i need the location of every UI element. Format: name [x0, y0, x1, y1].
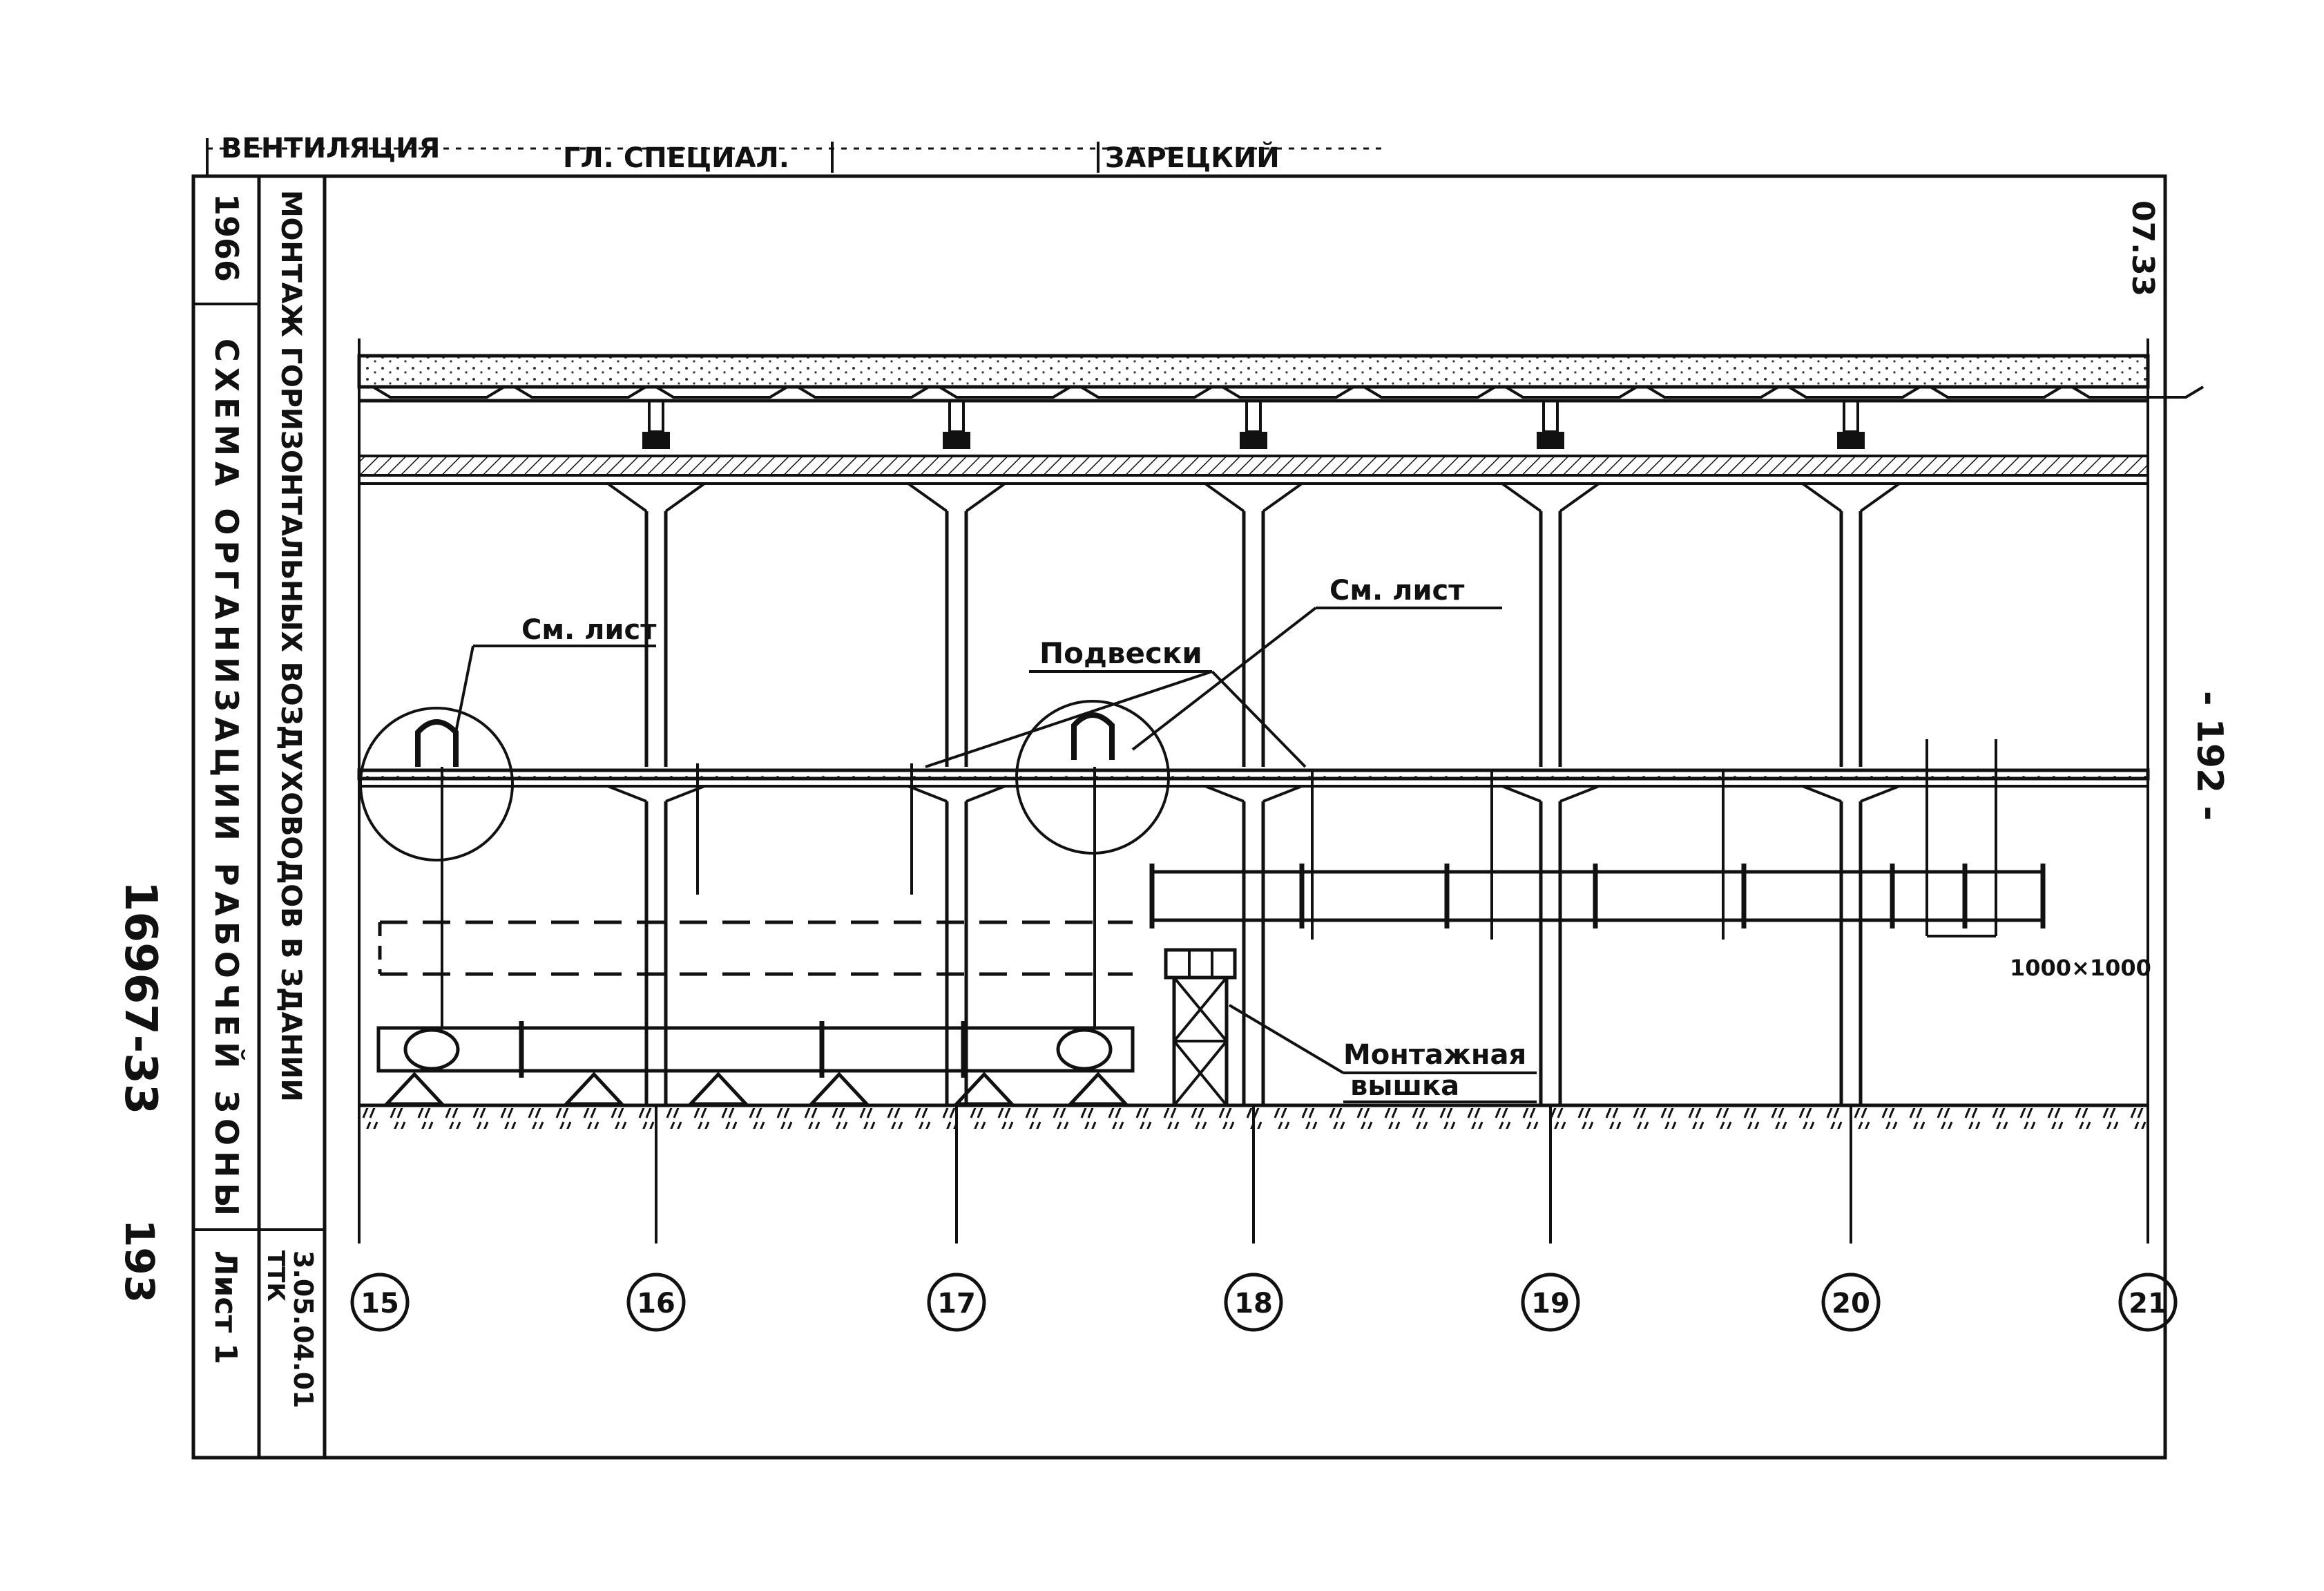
label-duct-size: 1000×1000 [2010, 955, 2151, 981]
label-hangers: Подвески [1039, 636, 1202, 670]
label-see-sheet-2: См. лист [1329, 575, 1465, 607]
column [907, 399, 1006, 1244]
axis-markers: 15 16 17 18 19 20 21 [350, 1273, 2178, 1332]
detail-circle-2 [1015, 700, 1170, 855]
axis-marker-19: 19 [1521, 1273, 1580, 1332]
building-section [357, 339, 2205, 1244]
axis-label: 19 [1531, 1288, 1570, 1320]
title-block-code-1: ТТК [262, 1250, 289, 1302]
duct-support [383, 1071, 446, 1106]
header-name: ЗАРЕЦКИЙ [1105, 141, 1280, 174]
roof-insulation [358, 455, 2149, 477]
duct-dashed-position [378, 920, 1133, 976]
column [1501, 399, 1600, 1244]
detail-circle-1 [359, 707, 514, 861]
title-block-title: МОНТАЖ ГОРИЗОНТАЛЬНЫХ ВОЗДУХОВОДОВ В ЗДА… [275, 190, 307, 1102]
page-number-right: - 192 - [2189, 691, 2230, 821]
title-block-code-2: 3.05.04.01 [288, 1250, 318, 1408]
floor-slab [357, 768, 2150, 781]
title-block-subtitle: СХЕМА ОРГАНИЗАЦИИ РАБОЧЕЙ ЗОНЫ [208, 339, 245, 1216]
axis-label: 16 [637, 1288, 675, 1320]
label-tower-1: Монтажная [1343, 1039, 1526, 1071]
hanger-rods [441, 739, 1997, 1029]
label-tower-2: вышка [1350, 1070, 1459, 1102]
axis-label: 18 [1234, 1288, 1273, 1320]
axis-marker-15: 15 [350, 1273, 410, 1332]
axis-marker-18: 18 [1224, 1273, 1283, 1332]
leader-lines [454, 607, 1537, 1103]
axis-label: 15 [361, 1288, 399, 1320]
roof-slab [357, 354, 2150, 389]
duct-support [1066, 1071, 1130, 1106]
duct-upper [1149, 864, 2046, 928]
label-see-sheet-1: См. лист [521, 614, 657, 646]
duct-support [807, 1071, 871, 1106]
duct-support [952, 1071, 1016, 1106]
sheet-frame [191, 138, 2167, 1460]
column [1801, 399, 1901, 1244]
mounting-tower [1164, 948, 1237, 1107]
duct-lower [376, 1021, 1135, 1106]
column [606, 399, 706, 1244]
title-block-year: 1966 [208, 193, 245, 282]
header-dept: ВЕНТИЛЯЦИЯ [221, 133, 440, 164]
title-block-sheet: Лист 1 [208, 1250, 243, 1364]
axis-marker-16: 16 [626, 1273, 686, 1332]
header-role: ГЛ. СПЕЦИАЛ. [563, 142, 789, 174]
duct-support [686, 1071, 750, 1106]
duct-support [562, 1071, 626, 1106]
ducts [376, 739, 2046, 1106]
axis-label: 20 [1832, 1288, 1870, 1320]
inventory-number: 16967-33 [115, 881, 166, 1114]
corner-code: 07.33 [2125, 200, 2160, 296]
axis-marker-17: 17 [927, 1273, 986, 1332]
axis-label: 17 [937, 1288, 976, 1320]
axis-marker-21: 21 [2118, 1273, 2178, 1332]
axis-label: 21 [2129, 1288, 2167, 1320]
axis-marker-20: 20 [1821, 1273, 1881, 1332]
page-number-left: 193 [116, 1219, 163, 1303]
